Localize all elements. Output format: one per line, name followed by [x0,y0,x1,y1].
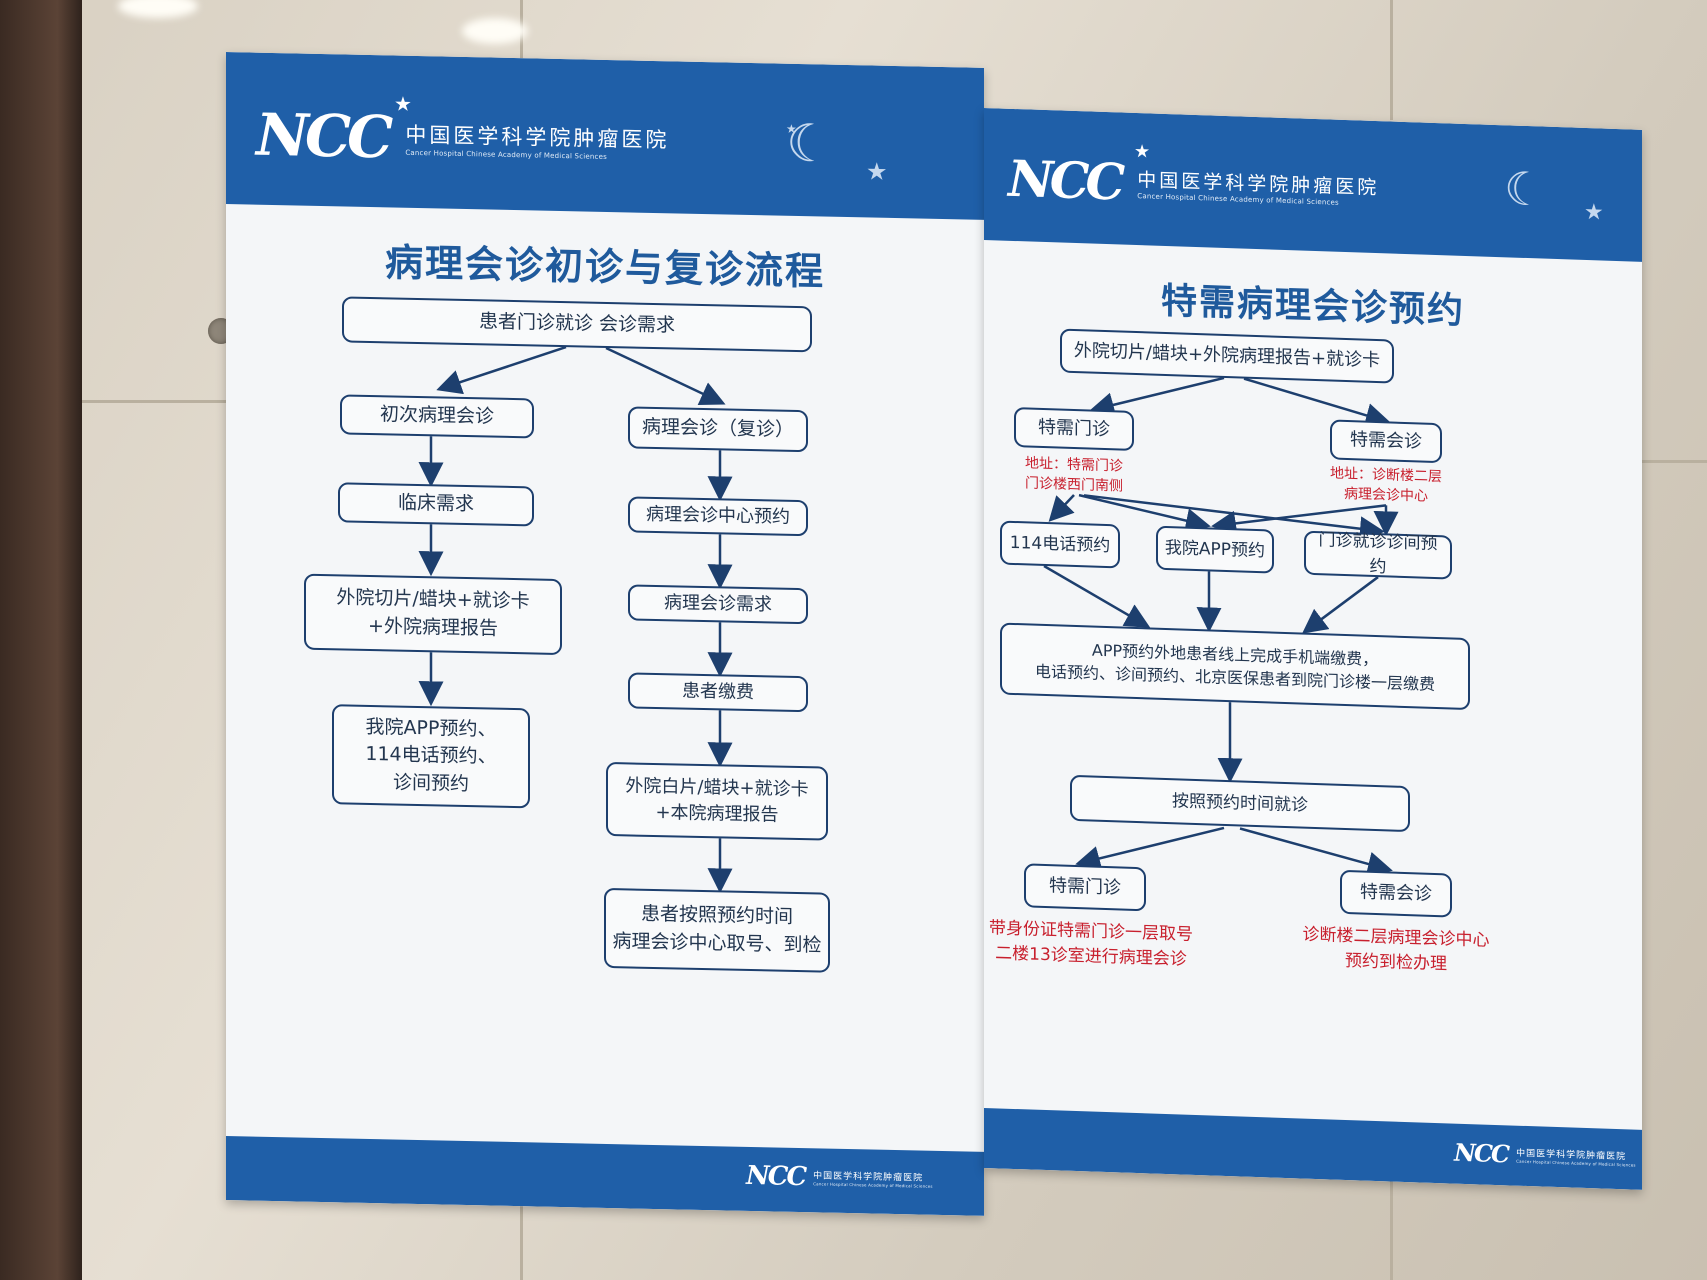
consult-need-label: 病理会诊需求 [664,592,772,616]
wall-seam [1390,1170,1393,1280]
white-slides-line1: 外院白片/蜡块+就诊卡 [625,775,809,801]
ceiling-lamp [462,18,528,44]
first-visit-box: 初次病理会诊 [340,394,534,439]
end-consult-box: 特需会诊 [1340,869,1452,918]
clinic-booking-box: 门诊就诊诊间预约 [1304,530,1452,580]
payment-label: 患者缴费 [682,680,754,704]
center-booking-label: 病理会诊中心预约 [646,503,790,528]
special-clinic-address: 地址：特需门诊 门诊楼西门南侧 [994,452,1154,498]
footer-logo: NCC 中国医学科学院肿瘤医院 Cancer Hospital Chinese … [1454,1138,1636,1173]
clinic-booking-label: 门诊就诊诊间预约 [1318,530,1438,578]
wall-seam [1640,460,1707,463]
white-slides-box: 外院白片/蜡块+就诊卡 +本院病理报告 [606,761,828,841]
wall-seam [82,400,242,403]
footer-logo-mark: NCC [746,1160,806,1193]
clinical-need-label: 临床需求 [397,491,474,516]
end-consult-label: 特需会诊 [1360,881,1432,905]
end-consult-note: 诊断楼二层病理会诊中心 预约到检办理 [1284,922,1508,979]
clinical-need-box: 临床需求 [338,482,534,527]
outside-slides-box: 外院切片/蜡块+就诊卡 +外院病理报告 [304,573,562,656]
consult-need-box: 病理会诊需求 [628,584,808,625]
outside-slides-line2: +外院病理报告 [368,614,498,640]
checkin-box: 患者按照预约时间 病理会诊中心取号、到检 [604,887,830,973]
white-slides-line2: +本院病理报告 [655,801,779,826]
footer-logo-mark: NCC [1454,1137,1509,1169]
special-clinic-box: 特需门诊 [1014,406,1134,451]
checkin-line1: 患者按照预约时间 [640,903,793,929]
flow-arrows [1043,376,1399,877]
flow-arrows [418,345,733,894]
return-visit-box: 病理会诊（复诊） [628,406,808,453]
booking-line1: 我院APP预约、 [365,715,497,741]
door-frame [0,0,82,1280]
payment-box: 患者缴费 [628,672,808,713]
center-booking-box: 病理会诊中心预约 [628,496,808,537]
app-booking-label: 我院APP预约 [1164,537,1266,561]
end-clinic-box: 特需门诊 [1024,863,1146,912]
wall-seam [520,1200,523,1280]
flow-start-box: 患者门诊就诊 会诊需求 [342,296,812,353]
wall-seam [1390,0,1393,120]
poster-left: NCC 中国医学科学院肿瘤医院 Cancer Hospital Chinese … [226,52,984,1216]
special-consult-box: 特需会诊 [1330,419,1442,464]
outside-slides-line1: 外院切片/蜡块+就诊卡 [336,586,530,613]
flow-start-label: 患者门诊就诊 会诊需求 [478,310,676,337]
ceiling-lamp [118,0,198,18]
end-clinic-label: 特需门诊 [1049,875,1121,899]
booking-line3: 诊间预约 [392,771,469,795]
poster-right: NCC 中国医学科学院肿瘤医院 Cancer Hospital Chinese … [984,108,1642,1190]
app-booking-box: 我院APP预约 [1156,525,1274,574]
booking-line2: 114电话预约、 [365,743,497,768]
special-consult-label: 特需会诊 [1350,429,1422,453]
special-consult-address: 地址：诊断楼二层 病理会诊中心 [1306,463,1466,509]
visit-on-time-label: 按照预约时间就诊 [1172,790,1308,816]
end-clinic-note: 带身份证特需门诊一层取号 二楼13诊室进行病理会诊 [984,916,1204,973]
phone-booking-label: 114电话预约 [1009,532,1111,556]
checkin-line2: 病理会诊中心取号、到检 [612,930,822,957]
first-visit-label: 初次病理会诊 [379,403,494,428]
flow-start-label: 外院切片/蜡块+外院病理报告+就诊卡 [1073,339,1381,372]
special-clinic-label: 特需门诊 [1038,416,1110,441]
footer-logo: NCC 中国医学科学院肿瘤医院 Cancer Hospital Chinese … [746,1161,933,1195]
phone-booking-box: 114电话预约 [1000,520,1120,569]
booking-methods-box: 我院APP预约、 114电话预约、 诊间预约 [332,704,530,809]
return-visit-label: 病理会诊（复诊） [641,415,794,442]
